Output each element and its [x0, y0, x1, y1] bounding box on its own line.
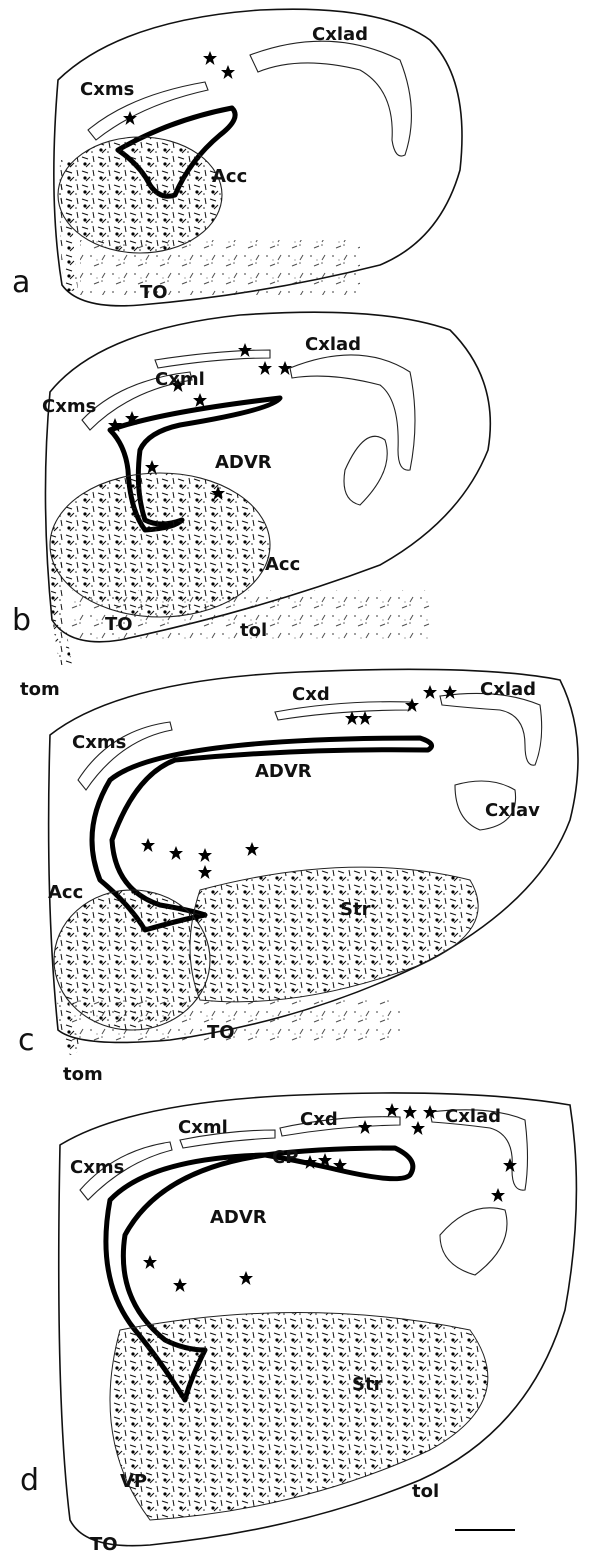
- label-tom: tom: [20, 679, 60, 700]
- panel-c-star: [443, 685, 457, 699]
- panel-a-star: [221, 65, 235, 79]
- panel-c-star: [169, 846, 183, 860]
- label-cxlav: Cxlav: [485, 800, 540, 821]
- panel-d-star: [385, 1103, 399, 1117]
- panel-a-star: [123, 111, 137, 125]
- panel-c-star: [198, 865, 212, 879]
- label-cxms: Cxms: [70, 1157, 124, 1178]
- label-cxlad: Cxlad: [305, 334, 361, 355]
- panel-letter-d: d: [20, 1463, 39, 1498]
- label-to: TO: [140, 282, 168, 303]
- panel-b-star: [258, 361, 272, 375]
- label-acc: Acc: [265, 554, 300, 575]
- panel-c-star: [141, 838, 155, 852]
- label-to: TO: [207, 1022, 235, 1043]
- panel-c-star: [198, 848, 212, 862]
- panel-d-star: [403, 1105, 417, 1119]
- label-vp: VP: [120, 1471, 147, 1492]
- panel-a-acc-region: [58, 137, 222, 253]
- panel-b-cxlad-layer: [290, 355, 415, 470]
- label-str: Str: [352, 1374, 383, 1395]
- panel-a-to-speckle: [80, 240, 360, 295]
- label-cxms: Cxms: [80, 79, 134, 100]
- label-cp: CP: [272, 1147, 298, 1168]
- label-advr: ADVR: [255, 761, 312, 782]
- panel-letter-b: b: [12, 603, 31, 638]
- panel-letter-c: c: [18, 1023, 35, 1058]
- label-cxml: Cxml: [178, 1117, 228, 1138]
- label-tol: tol: [240, 620, 267, 641]
- label-cxms: Cxms: [42, 396, 96, 417]
- label-cxlad: Cxlad: [480, 679, 536, 700]
- label-to: TO: [90, 1534, 118, 1555]
- label-cxd: Cxd: [292, 684, 330, 705]
- label-tol: tol: [412, 1481, 439, 1502]
- label-advr: ADVR: [215, 452, 272, 473]
- label-acc: Acc: [48, 882, 83, 903]
- panel-d-star: [503, 1158, 517, 1172]
- panel-d-star: [411, 1121, 425, 1135]
- panel-b-star: [193, 393, 207, 407]
- label-cxms: Cxms: [72, 732, 126, 753]
- panel-c-star: [345, 711, 359, 725]
- label-tom: tom: [63, 1064, 103, 1085]
- panel-d-star: [173, 1278, 187, 1292]
- panel-b-star: [145, 460, 159, 474]
- panel-c-to-speckle: [70, 1000, 400, 1042]
- label-str: Str: [340, 899, 371, 920]
- panel-d-star: [239, 1271, 253, 1285]
- panel-letter-a: a: [12, 265, 30, 300]
- panel-a-cxlad-layer: [250, 41, 411, 156]
- panel-c-cxlad-layer: [440, 693, 542, 765]
- panel-a-star: [203, 51, 217, 65]
- label-to: TO: [105, 614, 133, 635]
- panel-d-star: [491, 1188, 505, 1202]
- panel-b-lateral-oval: [344, 436, 387, 505]
- panel-d-star: [143, 1255, 157, 1269]
- label-cxlad: Cxlad: [445, 1106, 501, 1127]
- panel-c: Cxd Cxlad Cxms ADVR Cxlav Acc Str TO tom…: [18, 669, 578, 1085]
- label-cxlad: Cxlad: [312, 24, 368, 45]
- panel-c-star: [358, 711, 372, 725]
- panel-d-cxd-layer: [280, 1117, 400, 1136]
- panel-c-star: [423, 685, 437, 699]
- panel-c-star: [245, 842, 259, 856]
- label-acc: Acc: [212, 166, 247, 187]
- panel-c-str-region: [190, 867, 478, 1002]
- panel-b-cxml-layer: [155, 350, 270, 368]
- panel-d-lateral-oval: [440, 1208, 507, 1275]
- label-cxd: Cxd: [300, 1109, 338, 1130]
- panel-d: Cxml Cxd Cxlad Cxms CP ADVR Str VP tol T…: [20, 1093, 576, 1555]
- panel-b: Cxlad Cxml Cxms ADVR Acc TO tol tom b: [12, 312, 490, 700]
- label-cxml: Cxml: [155, 369, 205, 390]
- panel-a: Cxlad Cxms Acc TO a: [12, 9, 462, 306]
- label-advr: ADVR: [210, 1207, 267, 1228]
